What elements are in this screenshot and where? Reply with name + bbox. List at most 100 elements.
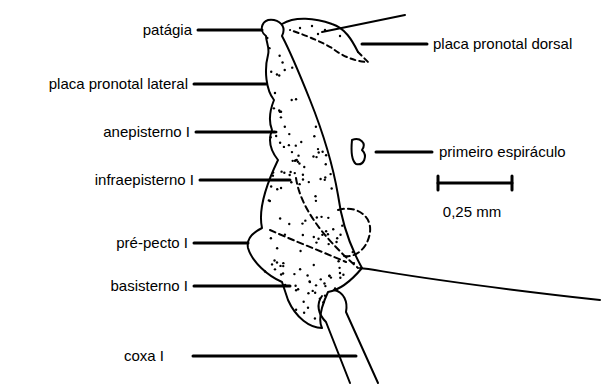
stipple-dot bbox=[268, 47, 270, 49]
stipple-dot bbox=[308, 181, 310, 183]
stipple-dot bbox=[280, 187, 282, 189]
scale-label: 0,25 mm bbox=[443, 203, 501, 220]
stipple-dot bbox=[302, 178, 304, 180]
stipple-dot bbox=[281, 61, 283, 63]
dorsal-plate-dashed bbox=[290, 30, 368, 62]
suture-dashed bbox=[338, 209, 370, 257]
stipple-dot bbox=[270, 71, 272, 73]
stipple-dot bbox=[294, 172, 296, 174]
stipple-dot bbox=[309, 281, 311, 283]
stipple-dot bbox=[320, 278, 322, 280]
stipple-dot bbox=[321, 151, 323, 153]
stipple-dot bbox=[291, 66, 293, 68]
stipple-dot bbox=[298, 183, 300, 185]
stipple-dot bbox=[339, 35, 341, 37]
stipple-dot bbox=[299, 268, 301, 270]
part-label: pré-pecto I bbox=[116, 234, 188, 251]
stipple-dot bbox=[284, 69, 286, 71]
stipple-dot bbox=[314, 292, 316, 294]
stipple-dot bbox=[270, 237, 272, 239]
stipple-dot bbox=[321, 234, 323, 236]
stipple-dot bbox=[314, 317, 316, 319]
stipple-dot bbox=[288, 133, 290, 135]
leader-line bbox=[362, 43, 427, 46]
stipple-dot bbox=[273, 259, 275, 261]
stipple-dot bbox=[327, 233, 329, 235]
stipple-dot bbox=[275, 135, 277, 137]
coxa-outline bbox=[334, 290, 378, 383]
part-label: placa pronotal lateral bbox=[49, 75, 188, 92]
stipple-dot bbox=[284, 126, 286, 128]
stipple-dot bbox=[335, 241, 337, 243]
stipple-dot bbox=[282, 265, 284, 267]
stipple-dot bbox=[280, 273, 282, 275]
stipple-dot bbox=[314, 195, 316, 197]
stipple-dot bbox=[288, 223, 290, 225]
dorsal-plate bbox=[282, 19, 358, 52]
stipple-dot bbox=[317, 148, 319, 150]
coxa-outline bbox=[319, 296, 350, 383]
stipple-dot bbox=[297, 154, 299, 156]
stipple-dot bbox=[319, 297, 321, 299]
stipple-dot bbox=[276, 247, 278, 249]
leader-line bbox=[193, 355, 356, 358]
stipple-dot bbox=[351, 251, 353, 253]
stipple-dot bbox=[307, 307, 309, 309]
stipple-dot bbox=[290, 181, 292, 183]
leader-line bbox=[198, 29, 262, 32]
stipple-dot bbox=[317, 238, 319, 240]
stipple-dot bbox=[330, 187, 332, 189]
scale-bar-tick bbox=[437, 176, 440, 190]
stipple-dot bbox=[318, 151, 320, 153]
stipple-dot bbox=[291, 160, 293, 162]
stipple-dot bbox=[342, 274, 344, 276]
stipple-dot bbox=[269, 136, 271, 138]
stipple-dot bbox=[324, 179, 326, 181]
stipple-dot bbox=[313, 236, 315, 238]
stipple-dot bbox=[328, 274, 330, 276]
leader-line bbox=[194, 242, 248, 245]
stipple-dot bbox=[288, 174, 290, 176]
stipple-dot bbox=[325, 154, 327, 156]
stipple-dot bbox=[299, 250, 301, 252]
stipple-dot bbox=[288, 144, 290, 146]
stipple-dot bbox=[353, 262, 355, 264]
leader-line bbox=[376, 151, 432, 154]
stipple-dot bbox=[295, 98, 297, 100]
stipple-dot bbox=[303, 166, 305, 168]
part-label: basisterno I bbox=[110, 277, 188, 294]
leader-line bbox=[194, 83, 266, 86]
part-label: coxa I bbox=[124, 347, 164, 364]
scale-bar-tick bbox=[511, 176, 514, 190]
suture-dashed bbox=[270, 230, 346, 262]
stipple-dot bbox=[272, 171, 274, 173]
stipple-dot bbox=[337, 260, 339, 262]
stipple-dot bbox=[307, 292, 309, 294]
stipple-dot bbox=[272, 174, 274, 176]
stipple-dot bbox=[293, 273, 295, 275]
stipple-dot bbox=[274, 92, 276, 94]
leader-line bbox=[200, 179, 290, 182]
stipple-dot bbox=[300, 141, 302, 143]
stipple-dot bbox=[316, 216, 318, 218]
stipple-dot bbox=[330, 276, 332, 278]
stipple-dot bbox=[274, 268, 276, 270]
stipple-dot bbox=[304, 219, 306, 221]
stipple-dot bbox=[268, 199, 270, 201]
spiracle bbox=[351, 139, 364, 164]
part-label: patágia bbox=[143, 21, 192, 38]
stipple-dot bbox=[276, 73, 278, 75]
stipple-dot bbox=[282, 262, 284, 264]
stipple-dot bbox=[278, 74, 280, 76]
stipple-dot bbox=[327, 217, 329, 219]
stipple-dot bbox=[334, 287, 336, 289]
stipple-dot bbox=[284, 233, 286, 235]
stipple-dot bbox=[324, 294, 326, 296]
stipple-dot bbox=[295, 159, 297, 161]
stipple-dot bbox=[298, 162, 300, 164]
stipple bbox=[264, 25, 355, 320]
stipple-dot bbox=[264, 270, 266, 272]
scale-bar bbox=[438, 176, 512, 190]
